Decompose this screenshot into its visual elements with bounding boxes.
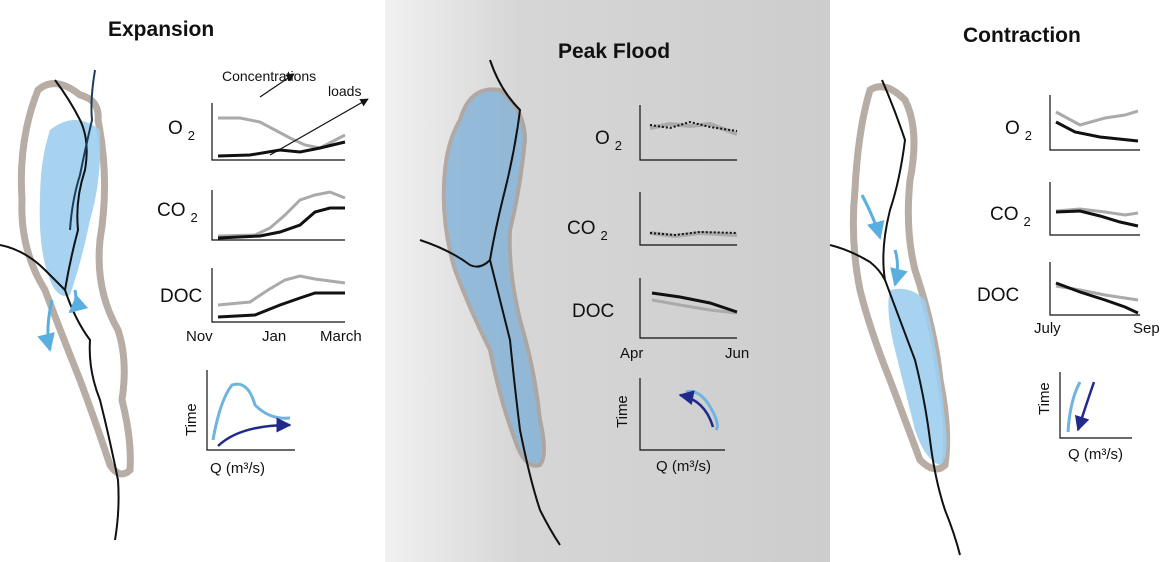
expansion-o2-chart xyxy=(211,103,346,161)
expansion-o2-load-line xyxy=(217,140,346,158)
peak-doc-concentration-line xyxy=(651,298,738,315)
expansion-doc-load-line xyxy=(217,291,345,319)
contraction-hysteresis-plot xyxy=(1059,372,1132,439)
contraction-direction-arrow xyxy=(1074,381,1096,432)
peak-o2-load-line xyxy=(649,120,738,132)
expansion-discharge-axis-label: Q (m³/s) xyxy=(210,460,265,477)
contraction-hysteresis-loop xyxy=(1066,381,1082,433)
peak-direction-arrow xyxy=(678,390,715,428)
contraction-o2-chart xyxy=(1049,95,1140,151)
contraction-tick-july: July xyxy=(1034,320,1061,337)
expansion-tributary xyxy=(0,244,66,291)
peak-doc-load-line xyxy=(651,291,738,314)
expansion-flood-extent xyxy=(39,120,101,296)
contraction-discharge-axis-label: Q (m³/s) xyxy=(1068,446,1123,463)
peak-o2-concentration-line xyxy=(649,121,738,136)
peak-tick-apr: Apr xyxy=(620,345,644,362)
expansion-doc-label: DOC xyxy=(160,286,203,307)
contraction-floodplain-outline xyxy=(849,83,951,473)
expansion-floodplain-outline xyxy=(17,80,134,478)
peak-flood-tributary xyxy=(419,239,491,268)
expansion-doc-chart xyxy=(211,268,346,323)
peak-doc-chart xyxy=(639,278,738,339)
concentrations-annotation: Concentrations xyxy=(222,68,317,84)
expansion-river xyxy=(54,79,120,541)
expansion-co2-concentration-line xyxy=(217,190,346,238)
contraction-doc-label: DOC xyxy=(977,285,1020,306)
contraction-flood-extent xyxy=(888,288,947,465)
expansion-floodplain-map xyxy=(0,69,134,541)
expansion-time-axis-label: Time xyxy=(183,403,200,436)
expansion-hysteresis-loop xyxy=(211,382,291,441)
peak-flood-title: Peak Flood xyxy=(558,40,671,63)
contraction-doc-load-line xyxy=(1055,281,1139,315)
contraction-flow-arrow-1 xyxy=(860,194,885,240)
contraction-flow-arrow-2 xyxy=(890,249,908,287)
expansion-co2-chart xyxy=(211,190,346,241)
peak-co2-load-line xyxy=(649,230,738,237)
expansion-channel xyxy=(69,69,96,231)
contraction-title: Contraction xyxy=(963,24,1081,47)
peak-hysteresis-plot xyxy=(639,378,725,451)
expansion-co2-load-line xyxy=(217,206,345,240)
contraction-o2-load-line xyxy=(1055,120,1139,143)
contraction-river xyxy=(881,79,961,556)
loads-pointer-arrow xyxy=(269,98,369,156)
contraction-co2-chart xyxy=(1049,182,1140,236)
contraction-tick-sep: Sep xyxy=(1133,320,1160,337)
contraction-tributary xyxy=(829,244,886,281)
expansion-flow-arrow-2 xyxy=(37,299,55,352)
peak-discharge-axis-label: Q (m³/s) xyxy=(656,458,711,475)
peak-co2-chart xyxy=(639,192,738,246)
peak-o2-chart xyxy=(639,105,738,161)
peak-flood-floodplain-map xyxy=(419,59,561,546)
expansion-flow-arrow-1 xyxy=(68,289,89,314)
peak-tick-jun: Jun xyxy=(725,345,750,362)
contraction-time-axis-label: Time xyxy=(1036,382,1053,415)
expansion-hysteresis-plot xyxy=(206,370,295,451)
contraction-co2-load-line xyxy=(1055,209,1139,228)
contraction-doc-chart xyxy=(1049,262,1140,316)
peak-doc-label: DOC xyxy=(572,301,615,322)
expansion-tick-nov: Nov xyxy=(186,328,213,345)
expansion-direction-arrow xyxy=(217,417,292,447)
expansion-tick-march: March xyxy=(320,328,362,345)
concentrations-pointer-arrow xyxy=(259,73,295,98)
peak-time-axis-label: Time xyxy=(614,395,631,428)
expansion-title: Expansion xyxy=(108,18,215,41)
contraction-co2-concentration-line xyxy=(1055,207,1139,217)
contraction-o2-concentration-line xyxy=(1055,109,1139,127)
expansion-tick-jan: Jan xyxy=(262,328,287,345)
contraction-floodplain-map xyxy=(829,79,961,556)
loads-annotation: loads xyxy=(328,83,362,99)
expansion-doc-concentration-line xyxy=(217,274,346,307)
peak-flood-river xyxy=(488,59,561,546)
